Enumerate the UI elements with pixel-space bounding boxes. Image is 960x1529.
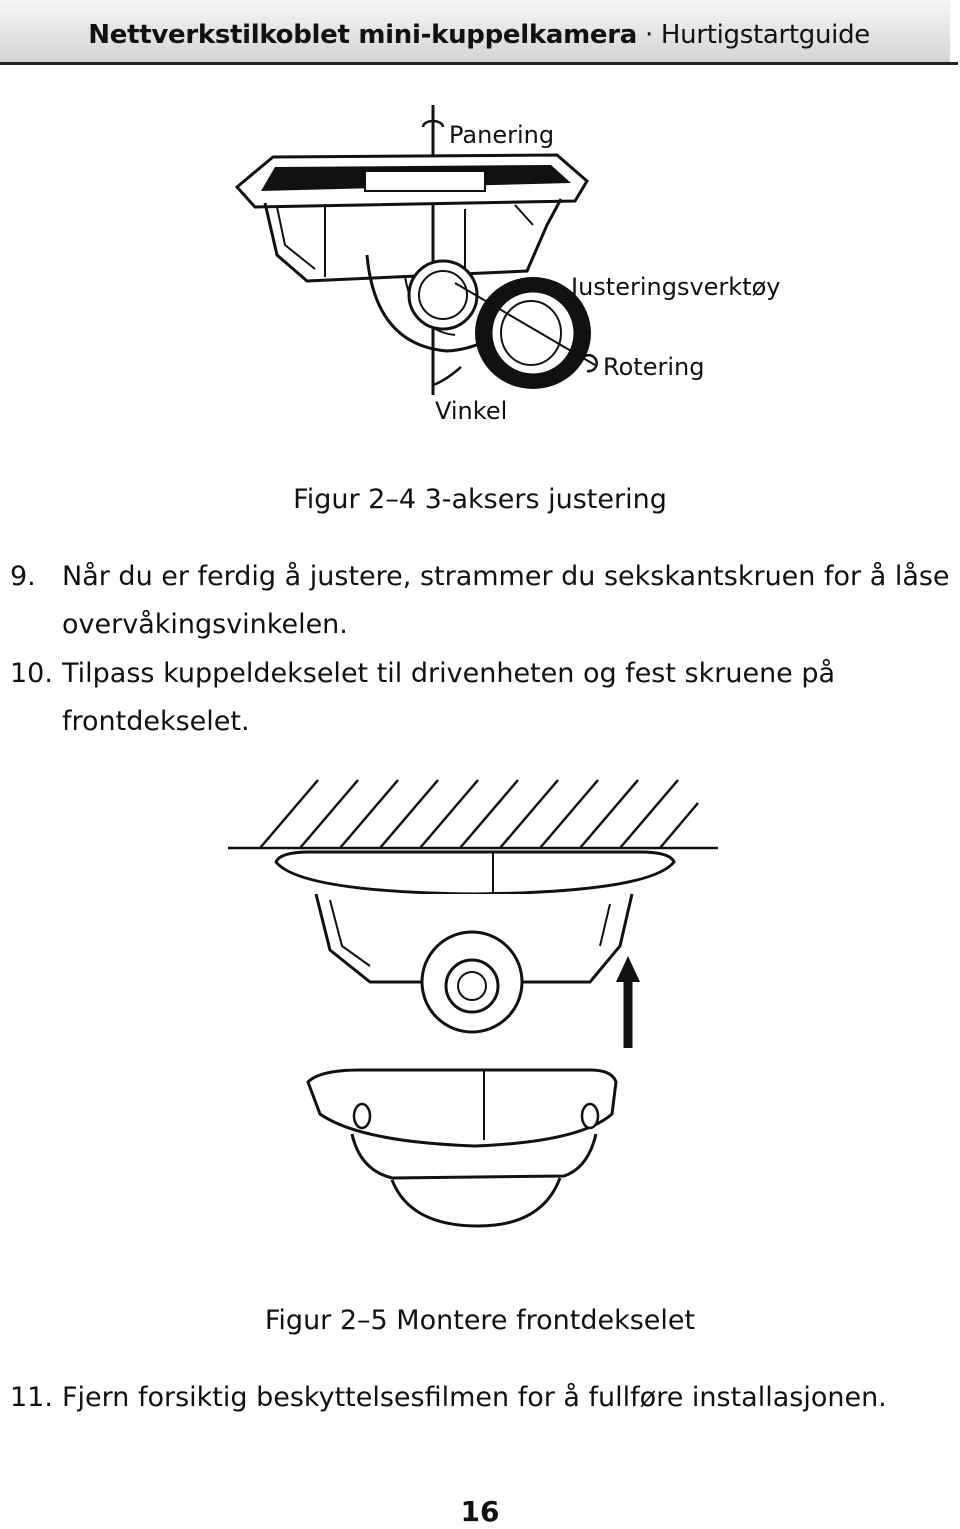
three-axis-adjustment-figure: Panering Justeringsverktøy Rotering Vink… [234, 105, 780, 425]
page-header: Nettverkstilkoblet mini-kuppelkamera · H… [0, 0, 950, 62]
tilt-label: Vinkel [435, 397, 507, 425]
figure-caption-1: Figur 2–4 3-aksers justering [293, 484, 667, 515]
step-text: Når du er ferdig å justere, strammer du … [62, 561, 950, 640]
page-number: 16 [460, 1495, 500, 1528]
step-number: 10. [10, 658, 53, 689]
step-text: Tilpass kuppeldekselet til drivenheten o… [62, 658, 836, 737]
header-separator: · [644, 20, 653, 50]
header-title-bold: Nettverkstilkoblet mini-kuppelkamera [88, 20, 637, 50]
adjustment-tool-label: Justeringsverktøy [569, 273, 780, 301]
pan-label: Panering [449, 121, 554, 149]
rotation-label: Rotering [603, 353, 704, 381]
header-title-light: Hurtigstartguide [660, 20, 870, 50]
step-number: 9. [10, 561, 36, 592]
figure-caption-2: Figur 2–5 Montere frontdekselet [264, 1305, 696, 1336]
step-number: 11. [10, 1382, 53, 1413]
step-text: Fjern forsiktig beskyttelsesfilmen for å… [62, 1382, 887, 1413]
header-title: Nettverkstilkoblet mini-kuppelkamera · H… [88, 20, 870, 50]
header-divider [0, 62, 958, 65]
front-cover-mounting-figure [228, 779, 718, 1228]
